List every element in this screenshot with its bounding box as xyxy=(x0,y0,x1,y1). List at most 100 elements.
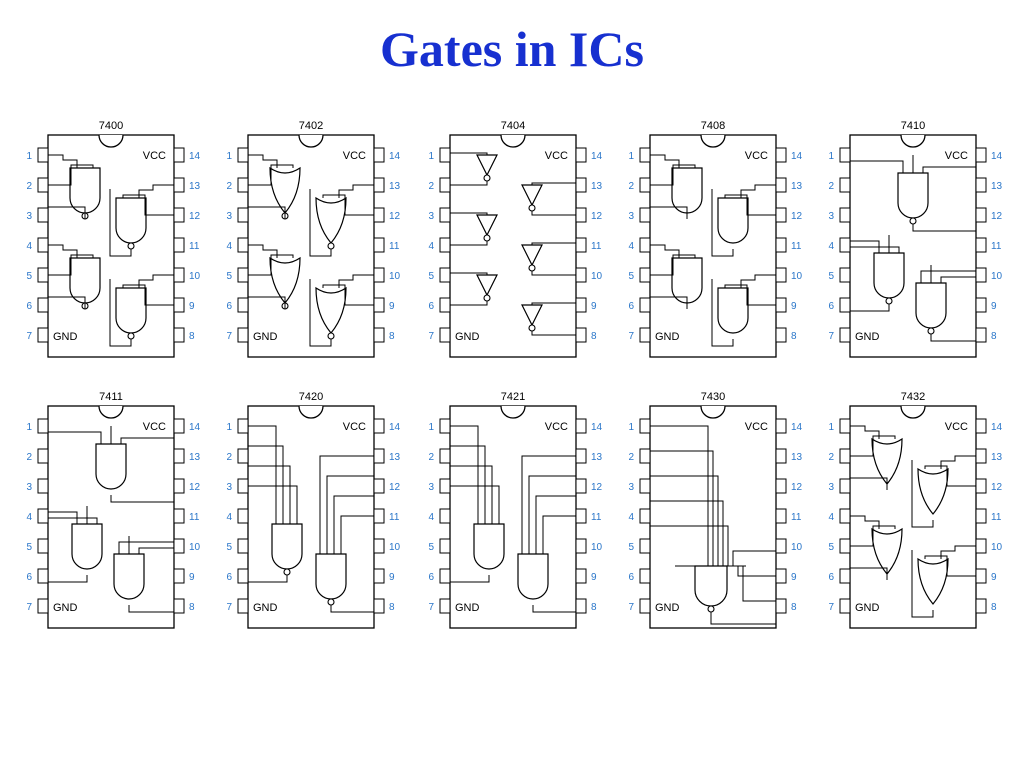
pin-right xyxy=(575,448,587,464)
notch xyxy=(700,405,726,419)
pin-left xyxy=(639,568,651,584)
pin-left xyxy=(439,598,451,614)
wire xyxy=(322,194,374,216)
chip-part-number: 7432 xyxy=(901,391,925,403)
pin-right xyxy=(575,327,587,343)
notch xyxy=(700,134,726,148)
inversion-bubble xyxy=(909,217,917,225)
wire xyxy=(528,475,576,554)
pin-left xyxy=(439,147,451,163)
pin-right xyxy=(975,598,987,614)
gnd-label: GND xyxy=(53,602,78,614)
pin-number: 4 xyxy=(226,512,232,523)
wire xyxy=(333,495,374,554)
and4-gate-2 xyxy=(517,553,549,600)
pin-left xyxy=(439,448,451,464)
wire xyxy=(531,331,576,336)
pin-left xyxy=(237,207,249,223)
pin-number: 13 xyxy=(189,181,201,192)
internal-gates xyxy=(650,425,776,625)
pin-number: 5 xyxy=(26,271,32,282)
pin-number: 8 xyxy=(189,331,195,342)
wire xyxy=(248,206,286,219)
pin-number: 10 xyxy=(991,271,1003,282)
pin-number: 9 xyxy=(991,301,997,312)
pin-left xyxy=(237,448,249,464)
pin-number: 10 xyxy=(591,271,603,282)
pin-number: 12 xyxy=(189,482,201,493)
pin-right xyxy=(775,448,787,464)
internal-gates xyxy=(248,154,374,347)
pin-right xyxy=(975,508,987,524)
pin-number: 9 xyxy=(389,572,395,583)
wire xyxy=(521,455,576,554)
wire xyxy=(930,334,976,342)
pin-number: 5 xyxy=(226,271,232,282)
pin-number: 8 xyxy=(189,602,195,613)
wire xyxy=(911,550,934,618)
wire xyxy=(535,495,576,554)
pin-left xyxy=(37,297,49,313)
pin-number: 14 xyxy=(791,422,803,433)
pin-number: 4 xyxy=(226,241,232,252)
pin-left xyxy=(439,327,451,343)
pin-left xyxy=(639,327,651,343)
vcc-label: VCC xyxy=(745,150,768,162)
chip-part-number: 7402 xyxy=(299,120,323,132)
pin-number: 7 xyxy=(828,331,834,342)
pin-number: 13 xyxy=(189,452,201,463)
gnd-label: GND xyxy=(855,331,880,343)
pin-right xyxy=(575,598,587,614)
pin-right xyxy=(575,267,587,283)
pin-number: 2 xyxy=(428,181,434,192)
wire xyxy=(48,154,78,168)
notch xyxy=(500,405,526,419)
wire xyxy=(740,274,776,288)
pin-number: 5 xyxy=(428,542,434,553)
pin-left xyxy=(439,418,451,434)
chip-body xyxy=(47,134,175,358)
wire xyxy=(920,270,976,283)
wire xyxy=(48,517,98,524)
wire xyxy=(120,437,174,444)
pin-left xyxy=(439,508,451,524)
pin-left xyxy=(839,147,851,163)
pin-number: 14 xyxy=(189,422,201,433)
pin-number: 1 xyxy=(628,422,634,433)
pin-left xyxy=(37,327,49,343)
wire xyxy=(326,475,374,554)
wire xyxy=(330,605,374,613)
inversion-bubble xyxy=(483,174,491,182)
pin-right xyxy=(173,568,185,584)
wire xyxy=(850,567,888,580)
vcc-label: VCC xyxy=(343,150,366,162)
pin-number: 11 xyxy=(389,512,400,523)
pin-right xyxy=(775,598,787,614)
pin-number: 9 xyxy=(791,572,797,583)
wire xyxy=(48,244,78,258)
pin-right xyxy=(373,568,385,584)
pin-right xyxy=(373,267,385,283)
and-gate-4 xyxy=(717,287,749,334)
wire xyxy=(248,425,277,524)
chip-body xyxy=(449,134,577,358)
wire xyxy=(650,254,696,276)
internal-gates xyxy=(248,425,374,613)
wire xyxy=(740,184,776,198)
pin-number: 12 xyxy=(791,211,803,222)
pin-number: 2 xyxy=(428,452,434,463)
pin-number: 10 xyxy=(591,542,603,553)
or-gate-1 xyxy=(269,166,301,214)
wire xyxy=(48,296,86,309)
pin-number: 6 xyxy=(628,572,634,583)
chip-body xyxy=(247,405,375,629)
chip-body xyxy=(649,134,777,358)
pin-left xyxy=(237,418,249,434)
wire xyxy=(322,284,374,306)
wire xyxy=(650,525,729,566)
wire xyxy=(450,465,493,524)
pin-number: 8 xyxy=(389,331,395,342)
